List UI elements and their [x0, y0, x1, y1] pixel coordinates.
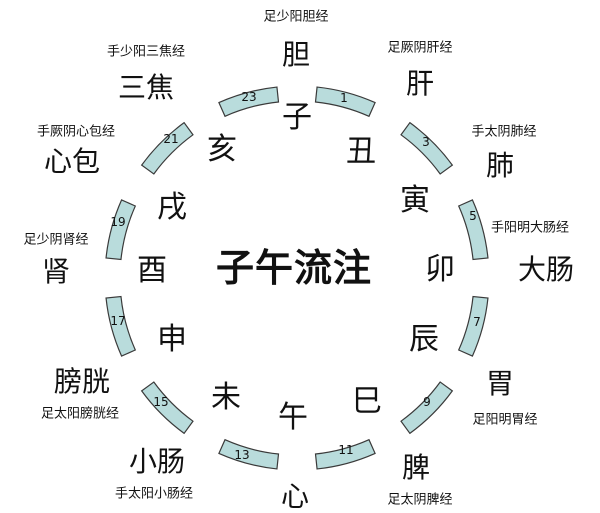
organ-stomach: 胃 [485, 367, 515, 400]
organ-spleen: 脾 [401, 451, 431, 484]
ring-segment [105, 199, 137, 261]
organ-kidney: 肾 [41, 255, 71, 288]
branch-hai: 亥 [207, 132, 237, 167]
ring-segment [457, 295, 489, 357]
organ-lung: 肺 [485, 149, 515, 182]
branch-mao: 卯 [425, 252, 455, 287]
meridian-spleen: 足太阴脾经 [387, 492, 453, 508]
hour-label-9: 9 [423, 395, 431, 409]
branch-chen: 辰 [409, 322, 439, 357]
hour-label-13: 13 [234, 448, 250, 462]
ring-segment [218, 86, 280, 118]
organ-pericardium: 心包 [43, 145, 101, 178]
meridian-pericardium: 手厥阴心包经 [36, 124, 116, 140]
hour-label-17: 17 [110, 314, 126, 328]
branch-si: 巳 [352, 384, 382, 419]
organ-sanjiao: 三焦 [117, 71, 175, 104]
hour-label-23: 23 [241, 90, 257, 104]
branch-wu: 午 [278, 400, 308, 435]
meridian-gallbladder: 足少阳胆经 [263, 9, 329, 25]
hour-label-7: 7 [473, 315, 481, 329]
ring-segment [140, 121, 194, 175]
branch-xu: 戌 [157, 190, 187, 225]
organ-bladder: 膀胱 [53, 365, 111, 398]
organ-large-intestine: 大肠 [517, 253, 575, 286]
ring-segment [314, 438, 376, 470]
hour-label-1: 1 [340, 91, 348, 105]
meridian-stomach: 足阳明胃经 [472, 412, 538, 428]
organ-liver: 肝 [405, 67, 435, 100]
meridian-kidney: 足少阴肾经 [23, 232, 89, 248]
ring-segment [400, 121, 454, 175]
organ-small-intestine: 小肠 [128, 445, 186, 478]
meridian-small-intestine: 手太阳小肠经 [114, 486, 194, 502]
meridian-liver: 足厥阴肝经 [387, 40, 453, 56]
hour-label-3: 3 [422, 135, 430, 149]
center-title: 子午流注 [215, 245, 373, 290]
branch-wei: 未 [211, 380, 241, 415]
ring-segment [400, 381, 454, 435]
ring-segment [218, 438, 280, 470]
hour-label-15: 15 [153, 395, 169, 409]
hour-label-5: 5 [469, 209, 477, 223]
branch-you: 酉 [137, 253, 167, 288]
branch-yin: 寅 [400, 183, 430, 218]
ring-segment [314, 86, 376, 118]
hour-label-11: 11 [338, 443, 354, 457]
meridian-large-intestine: 手阳明大肠经 [490, 220, 570, 236]
hour-label-19: 19 [110, 215, 126, 229]
branch-shen: 申 [157, 322, 187, 357]
branch-zi: 子 [282, 100, 312, 135]
ring-segment [457, 199, 489, 261]
hour-label-21: 21 [163, 132, 179, 146]
ring-segment [105, 295, 137, 357]
branch-chou: 丑 [346, 134, 376, 169]
meridian-sanjiao: 手少阳三焦经 [106, 44, 186, 60]
organ-gallbladder: 胆 [281, 38, 311, 71]
ring-segment [140, 381, 194, 435]
organ-heart: 心 [280, 480, 310, 513]
meridian-bladder: 足太阳膀胱经 [40, 406, 120, 422]
meridian-lung: 手太阴肺经 [471, 124, 537, 140]
